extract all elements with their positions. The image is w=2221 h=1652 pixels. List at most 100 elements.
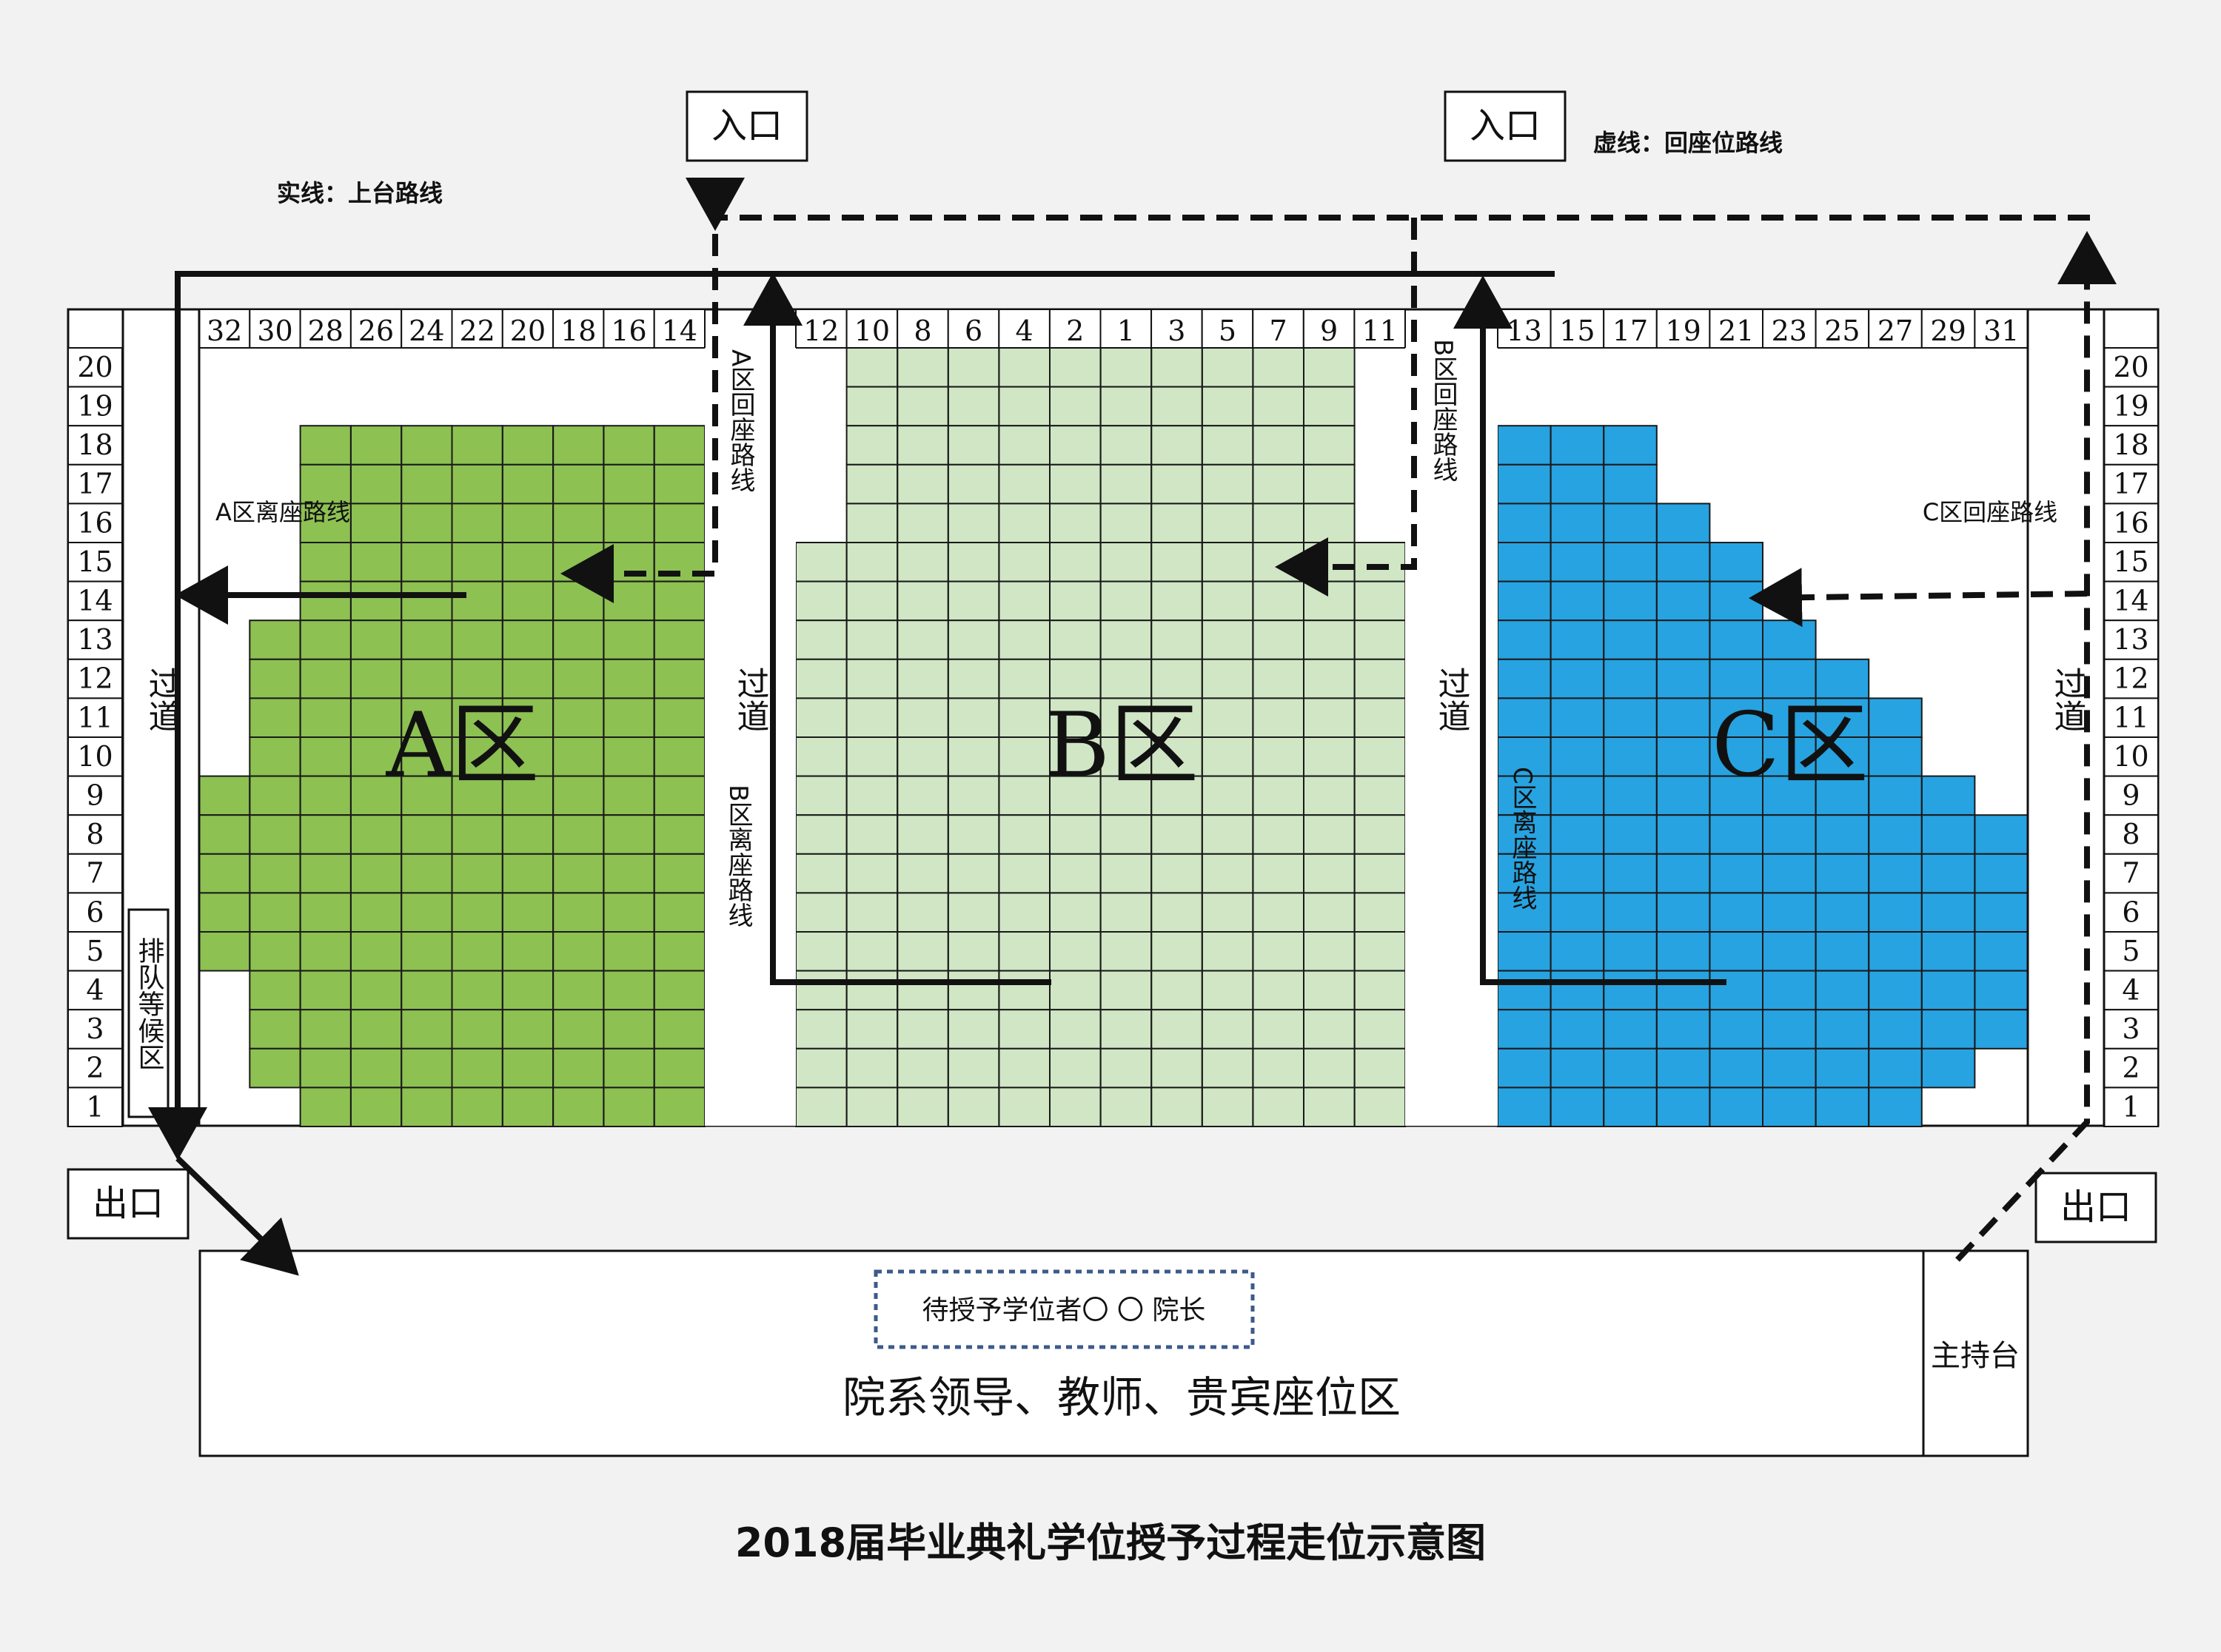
zone-title-a: A区 [386, 694, 540, 797]
row-number: 13 [77, 623, 113, 656]
column-number-cell [897, 309, 949, 349]
column-number-cell [1655, 309, 1711, 349]
exit-box-left [67, 1168, 190, 1240]
column-number-cell [1150, 309, 1203, 349]
zone-title-c: C区 [1712, 694, 1869, 797]
column-number: 17 [1612, 315, 1648, 347]
route-solid [148, 271, 1726, 1276]
column-number: 23 [1772, 315, 1807, 347]
seat [1868, 1087, 1923, 1128]
row-number-cell [67, 853, 123, 894]
guest-area-label: 院系领导、教师、贵宾座位区 [842, 1372, 1401, 1423]
row-number-cell [2103, 463, 2159, 505]
row-number: 9 [2122, 779, 2140, 812]
legend-solid: 实线：上台路线 [277, 179, 443, 207]
row-number-cell [67, 386, 123, 427]
aisle-label-bc: 过道 [1433, 667, 1470, 732]
route-solid-exit [175, 1156, 299, 1276]
entrance-box-right [1444, 90, 1567, 162]
column-number: 18 [560, 315, 596, 347]
route-label-a-return: A区回座路线 [726, 349, 755, 492]
zone-row-1 [249, 737, 705, 776]
row-number: 3 [86, 1013, 104, 1045]
row-number: 9 [86, 779, 104, 812]
route-dashed-main [1955, 231, 2117, 1262]
column-number-cell [299, 309, 352, 349]
row-number: 13 [2113, 623, 2148, 656]
column-number-cell [998, 309, 1051, 349]
row-number: 17 [2113, 468, 2148, 500]
zone-title-b: B区 [1045, 694, 1199, 797]
row-number: 7 [86, 857, 104, 890]
row-number: 1 [86, 1090, 104, 1123]
column-number: 9 [1320, 315, 1338, 347]
column-number-cell [653, 309, 706, 349]
aisle-label-right: 过道 [2049, 667, 2086, 732]
row-number: 14 [77, 585, 113, 617]
column-number: 2 [1066, 315, 1084, 347]
row-number: 20 [77, 351, 113, 383]
row-number: 14 [2113, 585, 2148, 617]
column-number: 19 [1665, 315, 1701, 347]
column-number-cell [552, 309, 605, 349]
column-number: 4 [1016, 315, 1034, 347]
route-label-a-leave: A区离座路线 [215, 498, 350, 526]
row-number-cell [67, 620, 123, 660]
exit-label-left: 出口 [93, 1183, 164, 1224]
column-number: 30 [257, 315, 292, 347]
route-solid-b-leave [743, 272, 1051, 985]
zone-row-3 [1498, 543, 1763, 582]
column-number: 29 [1930, 315, 1966, 347]
route-label-c-leave: C区离座路线 [1507, 767, 1537, 910]
zone-row-1 [249, 620, 705, 659]
zone-row-3 [1498, 581, 1763, 621]
column-number: 6 [965, 315, 982, 347]
column-number-cell [947, 309, 1000, 349]
column-number: 12 [803, 315, 839, 347]
column-number-cell [401, 309, 453, 349]
row-number: 20 [2113, 351, 2148, 383]
column-number: 7 [1269, 315, 1287, 347]
column-number: 28 [308, 315, 344, 347]
column-number: 5 [1219, 315, 1236, 347]
column-number-cell [1550, 309, 1605, 349]
zone-row-1 [249, 698, 705, 737]
route-dashed-c-return [1749, 568, 2088, 628]
row-number: 16 [77, 506, 113, 539]
zone-row-3 [1498, 776, 1975, 816]
row-number: 2 [86, 1052, 104, 1084]
aisle-ab [705, 348, 796, 1126]
row-number-cell [2103, 736, 2159, 777]
column-number: 1 [1117, 315, 1135, 347]
legend-dashed: 虚线：回座位路线 [1593, 129, 1783, 157]
zone-row-3 [1498, 1048, 1975, 1088]
column-number: 3 [1168, 315, 1185, 347]
zone-row-1 [249, 659, 705, 699]
aisle-label-ab: 过道 [731, 667, 769, 732]
row-number-cell [2103, 970, 2159, 1011]
row-number-cell [67, 775, 123, 816]
row-number-cell [67, 970, 123, 1011]
row-number-cell [67, 931, 123, 972]
row-number: 10 [77, 740, 113, 773]
column-number: 27 [1877, 315, 1913, 347]
entrance-box-left [686, 90, 808, 162]
column-number: 26 [358, 315, 394, 347]
row-number: 11 [77, 701, 113, 733]
row-number-cell [67, 1087, 123, 1128]
column-number: 8 [914, 315, 931, 347]
zone-row-3 [1498, 426, 1657, 465]
row-number-cell [2103, 853, 2159, 894]
route-label-b-leave: B区离座路线 [723, 785, 753, 927]
row-number: 16 [2113, 506, 2148, 539]
row-number-cell [2103, 1087, 2159, 1128]
aisle-right [2026, 308, 2106, 1127]
zone-row-3 [1498, 464, 1657, 504]
column-number: 13 [1507, 315, 1542, 347]
column-number-cell [845, 309, 899, 349]
row-number: 6 [86, 896, 104, 928]
column-number-cell [1974, 309, 2029, 349]
column-number: 16 [611, 315, 646, 347]
row-number: 15 [77, 545, 113, 578]
row-number: 7 [2122, 857, 2140, 890]
